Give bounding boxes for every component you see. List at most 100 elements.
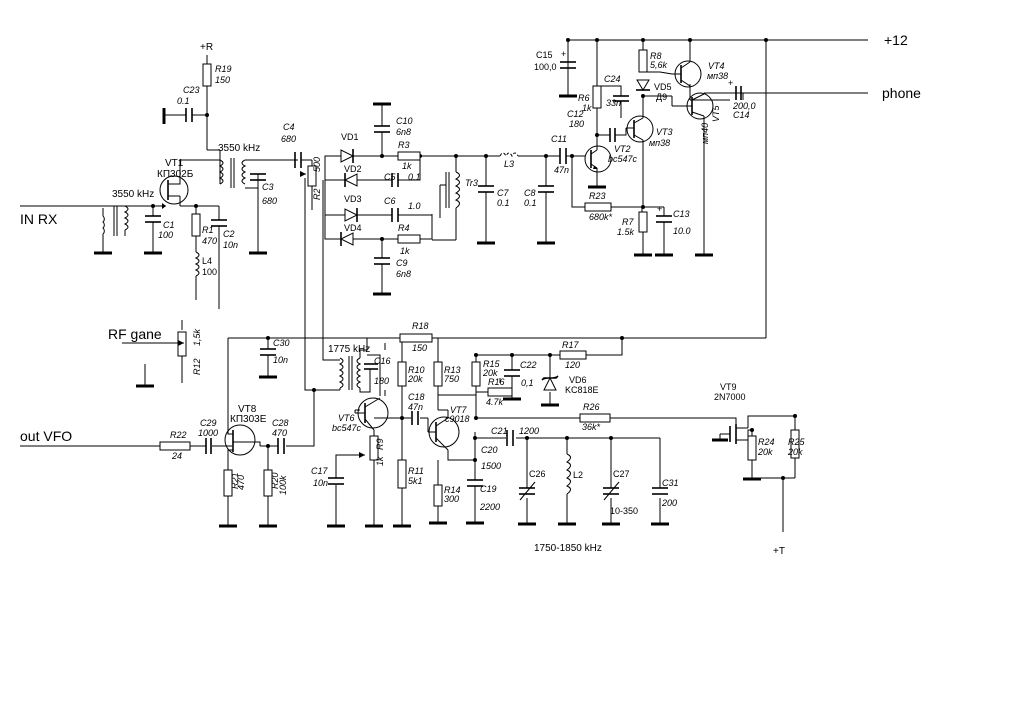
r14-value: 300	[444, 494, 459, 504]
resistor-r22	[159, 441, 191, 451]
c1-value: 100	[158, 230, 173, 240]
c18-ref: C18	[408, 392, 425, 402]
c1-ref: C1	[163, 220, 175, 230]
vt5-type: мп40	[700, 123, 710, 144]
r22-value: 24	[171, 451, 182, 461]
diodes	[325, 79, 650, 391]
c4-value: 680	[281, 134, 296, 144]
vd6-type: KC818E	[565, 385, 599, 395]
ground-symbols	[92, 94, 763, 528]
c30-ref: C30	[273, 338, 290, 348]
resistor-r2	[307, 165, 317, 187]
r20-ref: R20	[270, 472, 280, 489]
r16-ref: R16	[488, 377, 505, 387]
r7-value: 1.5k	[617, 227, 635, 237]
l3-ref: L3	[504, 159, 514, 169]
c14-value: 200,0	[732, 101, 756, 111]
c31-ref: C31	[662, 478, 679, 488]
vd5-ref: VD5	[654, 82, 672, 92]
port-plus-12: +12	[884, 32, 908, 48]
resistor-r10	[397, 361, 407, 387]
port-rf-gane: RF gane	[108, 326, 162, 342]
vt2-ref: VT2	[614, 144, 631, 154]
c20-ref: C20	[481, 445, 498, 455]
vt5-ref: VT5	[711, 104, 721, 122]
vt4-ref: VT4	[708, 61, 725, 71]
c11-value: 47n	[554, 165, 569, 175]
labels: +R +12 phone IN RX RF gane out VFO +T 35…	[20, 32, 921, 557]
c27-value: 10-350	[610, 506, 638, 516]
resistor-r20	[263, 469, 273, 497]
svg-text:+: +	[657, 204, 662, 214]
vt9-ref: VT9	[720, 382, 737, 392]
junctions	[151, 38, 797, 480]
c29-ref: C29	[200, 418, 217, 428]
r13-value: 750	[444, 374, 459, 384]
svg-text:+: +	[561, 49, 566, 59]
resistor-r15	[471, 361, 481, 387]
resistor-r18	[399, 333, 433, 343]
r3-ref: R3	[398, 140, 410, 150]
c14-ref: C14	[733, 110, 750, 120]
resistor-r23	[584, 202, 612, 212]
c16-value: 180	[374, 376, 389, 386]
c10-value: 6n8	[396, 127, 411, 137]
port-plus-t: +T	[773, 546, 785, 557]
resistor-r25	[790, 429, 800, 459]
r8-value: 5,6k	[650, 60, 668, 70]
resistor-r14	[433, 484, 443, 507]
c12-value: 180	[569, 119, 584, 129]
r20-value: 100k	[278, 475, 288, 495]
c21-value: 1200	[519, 426, 539, 436]
r10-ref: R10	[408, 365, 425, 375]
resistor-r11	[397, 459, 407, 489]
r16-value: 4.7k	[486, 397, 504, 407]
r9-value: 1k	[375, 456, 385, 466]
port-out-vfo: out VFO	[20, 428, 72, 444]
resistor-r21	[223, 469, 233, 497]
resistor-r13	[433, 361, 443, 387]
vt8-ref: VT8	[238, 404, 257, 415]
c10-ref: C10	[396, 116, 413, 126]
vt6-ref: VT6	[338, 413, 355, 423]
c6-ref: C6	[384, 196, 396, 206]
c24-ref: C24	[604, 74, 621, 84]
r24-value: 20k	[757, 447, 773, 457]
svg-text:+: +	[728, 78, 733, 88]
c9-value: 6n8	[396, 269, 411, 279]
vd6-ref: VD6	[569, 375, 587, 385]
r21-value: 470	[236, 475, 246, 490]
c8-value: 0.1	[524, 198, 537, 208]
r18-ref: R18	[412, 321, 429, 331]
resistors	[159, 49, 800, 507]
r12-value: 1,5k	[192, 328, 202, 346]
c21-ref: C21	[491, 426, 508, 436]
c5-ref: C5	[384, 172, 396, 182]
c6-value: 1.0	[408, 201, 421, 211]
c18-value: 47n	[408, 402, 423, 412]
resistor-r17	[559, 350, 587, 360]
c19-ref: C19	[480, 484, 497, 494]
c22-ref: C22	[520, 360, 537, 370]
r25-value: 20k	[787, 447, 803, 457]
resistor-r6	[592, 85, 602, 109]
r23-ref: R23	[589, 191, 606, 201]
r21-ref: R21	[230, 472, 240, 489]
r12-ref: R12	[192, 358, 202, 375]
r24-ref: R24	[758, 437, 775, 447]
vt8-type: КП303Е	[230, 414, 267, 425]
r19-ref: R19	[215, 64, 232, 74]
r19-value: 150	[215, 75, 230, 85]
resistor-r9	[369, 435, 379, 461]
port-phone: phone	[882, 85, 921, 101]
c23-ref: C23	[183, 85, 200, 95]
r22-ref: R22	[170, 430, 187, 440]
r10-value: 20k	[407, 374, 423, 384]
c20-value: 1500	[481, 461, 501, 471]
l4-ref: L4	[202, 256, 212, 266]
vt7-type: c9018	[445, 414, 470, 424]
c26-ref: C26	[529, 469, 546, 479]
vt4-type: мп38	[707, 71, 728, 81]
resistor-r19	[202, 63, 212, 87]
c4-ref: C4	[283, 122, 295, 132]
